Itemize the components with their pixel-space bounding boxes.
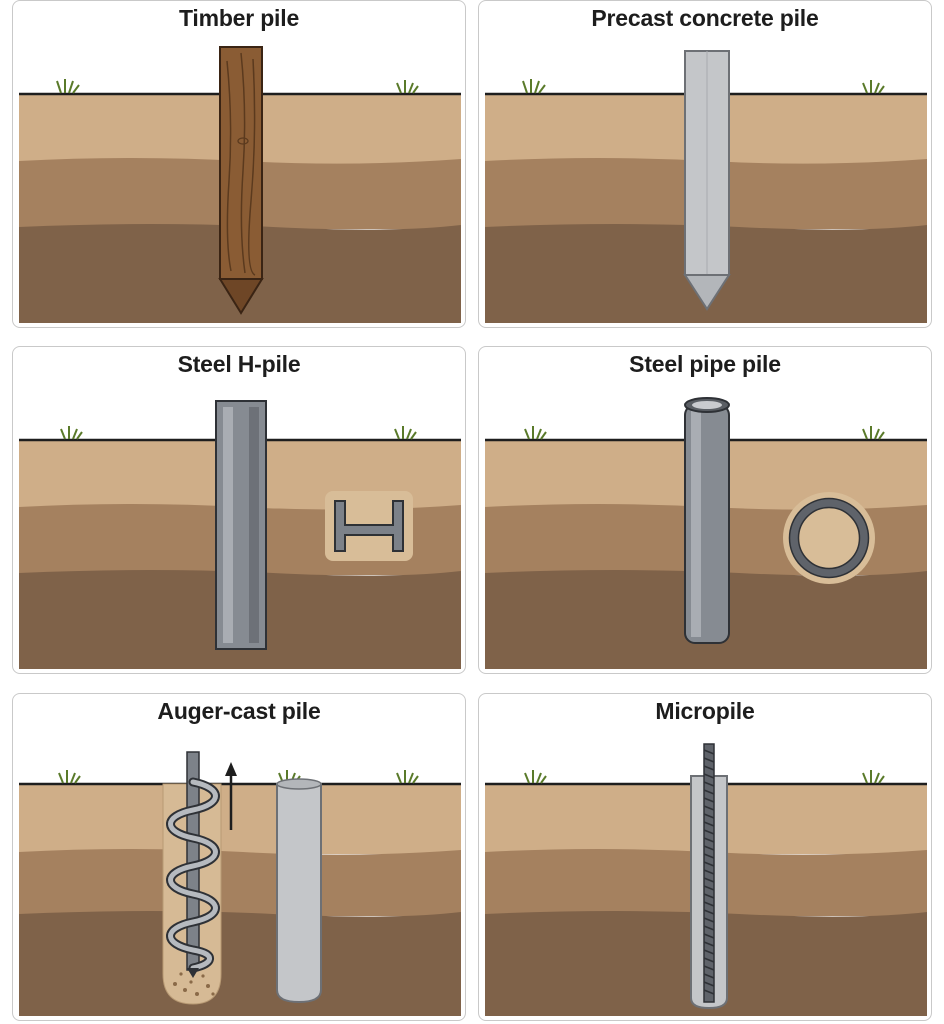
steel-h-pile xyxy=(215,400,267,650)
grass-tuft-icon xyxy=(58,770,419,784)
grass-tuft-icon xyxy=(524,770,885,784)
timber-pile xyxy=(218,46,264,315)
grass-tuft-icon xyxy=(56,79,419,94)
grass-tuft-icon xyxy=(522,79,885,94)
panel-steel-h-pile: Steel H-pile xyxy=(12,346,466,674)
auger-cast-pile-diagram xyxy=(19,751,461,1016)
upward-arrow-icon xyxy=(225,762,237,830)
panel-title: Steel H-pile xyxy=(177,351,301,377)
panel-timber-pile: Timber pile xyxy=(12,0,466,328)
panel-title: Timber pile xyxy=(178,5,300,31)
grass-tuft-icon xyxy=(524,426,885,440)
panel-steel-pipe-pile: Steel pipe pile xyxy=(478,346,932,674)
steel-h-pile-diagram xyxy=(19,400,461,669)
auger-drill-icon xyxy=(166,751,220,978)
precast-concrete-pile-diagram xyxy=(485,50,927,323)
panel-title: Micropile xyxy=(655,698,755,724)
steel-pipe-pile xyxy=(684,397,730,644)
panel-title: Steel pipe pile xyxy=(629,351,781,377)
timber-pile-diagram xyxy=(19,46,461,323)
soil-layers xyxy=(485,92,927,323)
cast-concrete-pile xyxy=(276,778,322,1004)
micropile xyxy=(690,743,728,1010)
grass-tuft-icon xyxy=(60,426,417,440)
pipe-section-icon xyxy=(783,492,875,584)
h-section-icon xyxy=(325,491,413,561)
soil-layers xyxy=(19,782,461,1016)
panel-title: Precast concrete pile xyxy=(591,5,819,31)
panel-title: Auger-cast pile xyxy=(157,698,321,724)
panel-precast-concrete-pile: Precast concrete pile xyxy=(478,0,932,328)
micropile-diagram xyxy=(485,743,927,1016)
panel-micropile: Micropile xyxy=(478,693,932,1021)
steel-pipe-pile-diagram xyxy=(485,397,927,669)
precast-concrete-pile xyxy=(683,50,731,311)
panel-auger-cast-pile: Auger-cast pile xyxy=(12,693,466,1021)
